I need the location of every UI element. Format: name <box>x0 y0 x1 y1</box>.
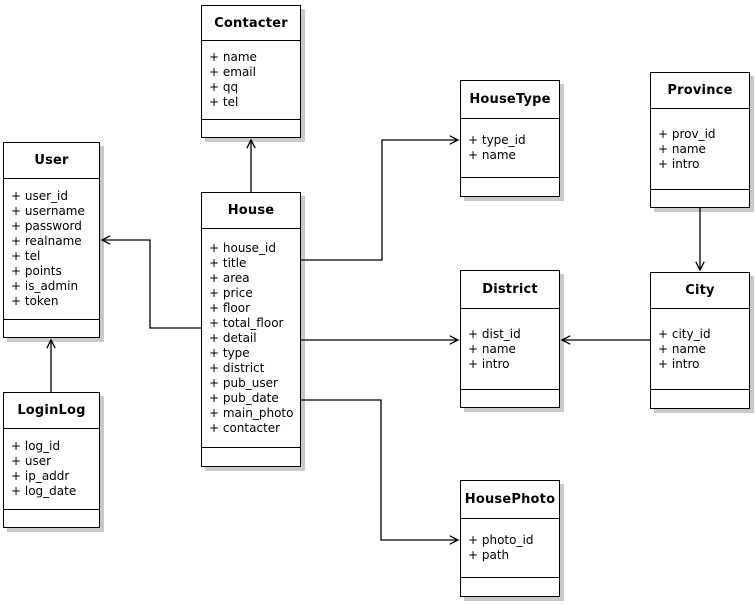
entity-fields-loginlog: + log_id+ user+ ip_addr+ log_date <box>4 429 99 510</box>
field-row: + tel <box>209 95 239 109</box>
field-row: + contacter <box>209 420 281 435</box>
field-row: + user_id <box>11 189 68 203</box>
entity-housephoto[interactable]: HousePhoto+ photo_id+ path <box>460 480 560 597</box>
entity-title-contacter: Contacter <box>202 6 300 41</box>
connector-house-to-housephoto[interactable] <box>301 399 460 545</box>
field-row: + type_id <box>468 133 526 147</box>
entity-province[interactable]: Province+ prov_id+ name+ intro <box>650 72 750 208</box>
entity-title-district: District <box>461 271 559 309</box>
entity-footer-loginlog <box>4 510 99 527</box>
field-row: + user <box>11 454 52 468</box>
entity-footer-house <box>202 448 300 466</box>
field-row: + dist_id <box>468 326 521 341</box>
field-row: + path <box>468 548 510 562</box>
field-row: + pub_date <box>209 390 279 405</box>
entity-fields-contacter: + name+ email+ qq+ tel <box>202 41 300 120</box>
field-row: + prov_id <box>658 126 716 141</box>
field-row: + intro <box>658 156 700 171</box>
field-row: + username <box>11 204 85 218</box>
field-row: + name <box>468 341 516 356</box>
entity-fields-district: + dist_id+ name+ intro <box>461 309 559 390</box>
field-row: + name <box>209 50 257 64</box>
entity-footer-user <box>4 320 99 337</box>
field-row: + type <box>209 345 250 360</box>
entity-footer-province <box>651 190 749 207</box>
field-row: + district <box>209 360 265 375</box>
entity-fields-house: + house_id+ title+ area+ price+ floor+ t… <box>202 229 300 448</box>
entity-fields-city: + city_id+ name+ intro <box>651 309 749 390</box>
entity-city[interactable]: City+ city_id+ name+ intro <box>650 272 750 409</box>
field-row: + is_admin <box>11 279 79 293</box>
field-row: + area <box>209 270 250 285</box>
entity-loginlog[interactable]: LoginLog+ log_id+ user+ ip_addr+ log_dat… <box>3 392 100 528</box>
field-row: + price <box>209 285 253 300</box>
field-row: + photo_id <box>468 533 534 547</box>
entity-title-province: Province <box>651 73 749 109</box>
entity-footer-city <box>651 390 749 408</box>
entity-title-housephoto: HousePhoto <box>461 481 559 519</box>
entity-footer-housephoto <box>461 578 559 596</box>
entity-title-house: House <box>202 193 300 229</box>
field-row: + intro <box>468 356 510 371</box>
field-row: + detail <box>209 330 257 345</box>
field-row: + tel <box>11 249 41 263</box>
entity-fields-province: + prov_id+ name+ intro <box>651 109 749 190</box>
field-row: + floor <box>209 300 251 315</box>
field-row: + token <box>11 294 59 308</box>
field-row: + title <box>209 255 247 270</box>
field-row: + email <box>209 65 256 79</box>
entity-house[interactable]: House+ house_id+ title+ area+ price+ flo… <box>201 192 301 467</box>
entity-fields-housephoto: + photo_id+ path <box>461 519 559 578</box>
connector-house-to-user[interactable] <box>100 235 201 329</box>
field-row: + city_id <box>658 326 711 341</box>
field-row: + ip_addr <box>11 469 70 483</box>
entity-title-loginlog: LoginLog <box>4 393 99 429</box>
field-row: + realname <box>11 234 82 248</box>
field-row: + intro <box>658 356 700 371</box>
field-row: + points <box>11 264 62 278</box>
field-row: + password <box>11 219 82 233</box>
entity-district[interactable]: District+ dist_id+ name+ intro <box>460 270 560 408</box>
field-row: + name <box>468 148 516 162</box>
field-row: + main_photo <box>209 405 294 420</box>
entity-title-user: User <box>4 143 99 179</box>
entity-housetype[interactable]: HouseType+ type_id+ name <box>460 80 560 197</box>
connector-house-to-housetype[interactable] <box>301 135 460 261</box>
field-row: + total_floor <box>209 315 284 330</box>
entity-title-housetype: HouseType <box>461 81 559 119</box>
entity-footer-district <box>461 390 559 407</box>
entity-fields-housetype: + type_id+ name <box>461 119 559 178</box>
field-row: + log_id <box>11 439 61 453</box>
field-row: + log_date <box>11 484 77 498</box>
entity-title-city: City <box>651 273 749 309</box>
entity-fields-user: + user_id+ username+ password+ realname+… <box>4 179 99 320</box>
entity-footer-housetype <box>461 178 559 196</box>
field-row: + name <box>658 341 706 356</box>
field-row: + house_id <box>209 240 277 255</box>
field-row: + name <box>658 141 706 156</box>
entity-contacter[interactable]: Contacter+ name+ email+ qq+ tel <box>201 5 301 138</box>
field-row: + qq <box>209 80 239 94</box>
entity-footer-contacter <box>202 120 300 137</box>
entity-user[interactable]: User+ user_id+ username+ password+ realn… <box>3 142 100 338</box>
field-row: + pub_user <box>209 375 278 390</box>
